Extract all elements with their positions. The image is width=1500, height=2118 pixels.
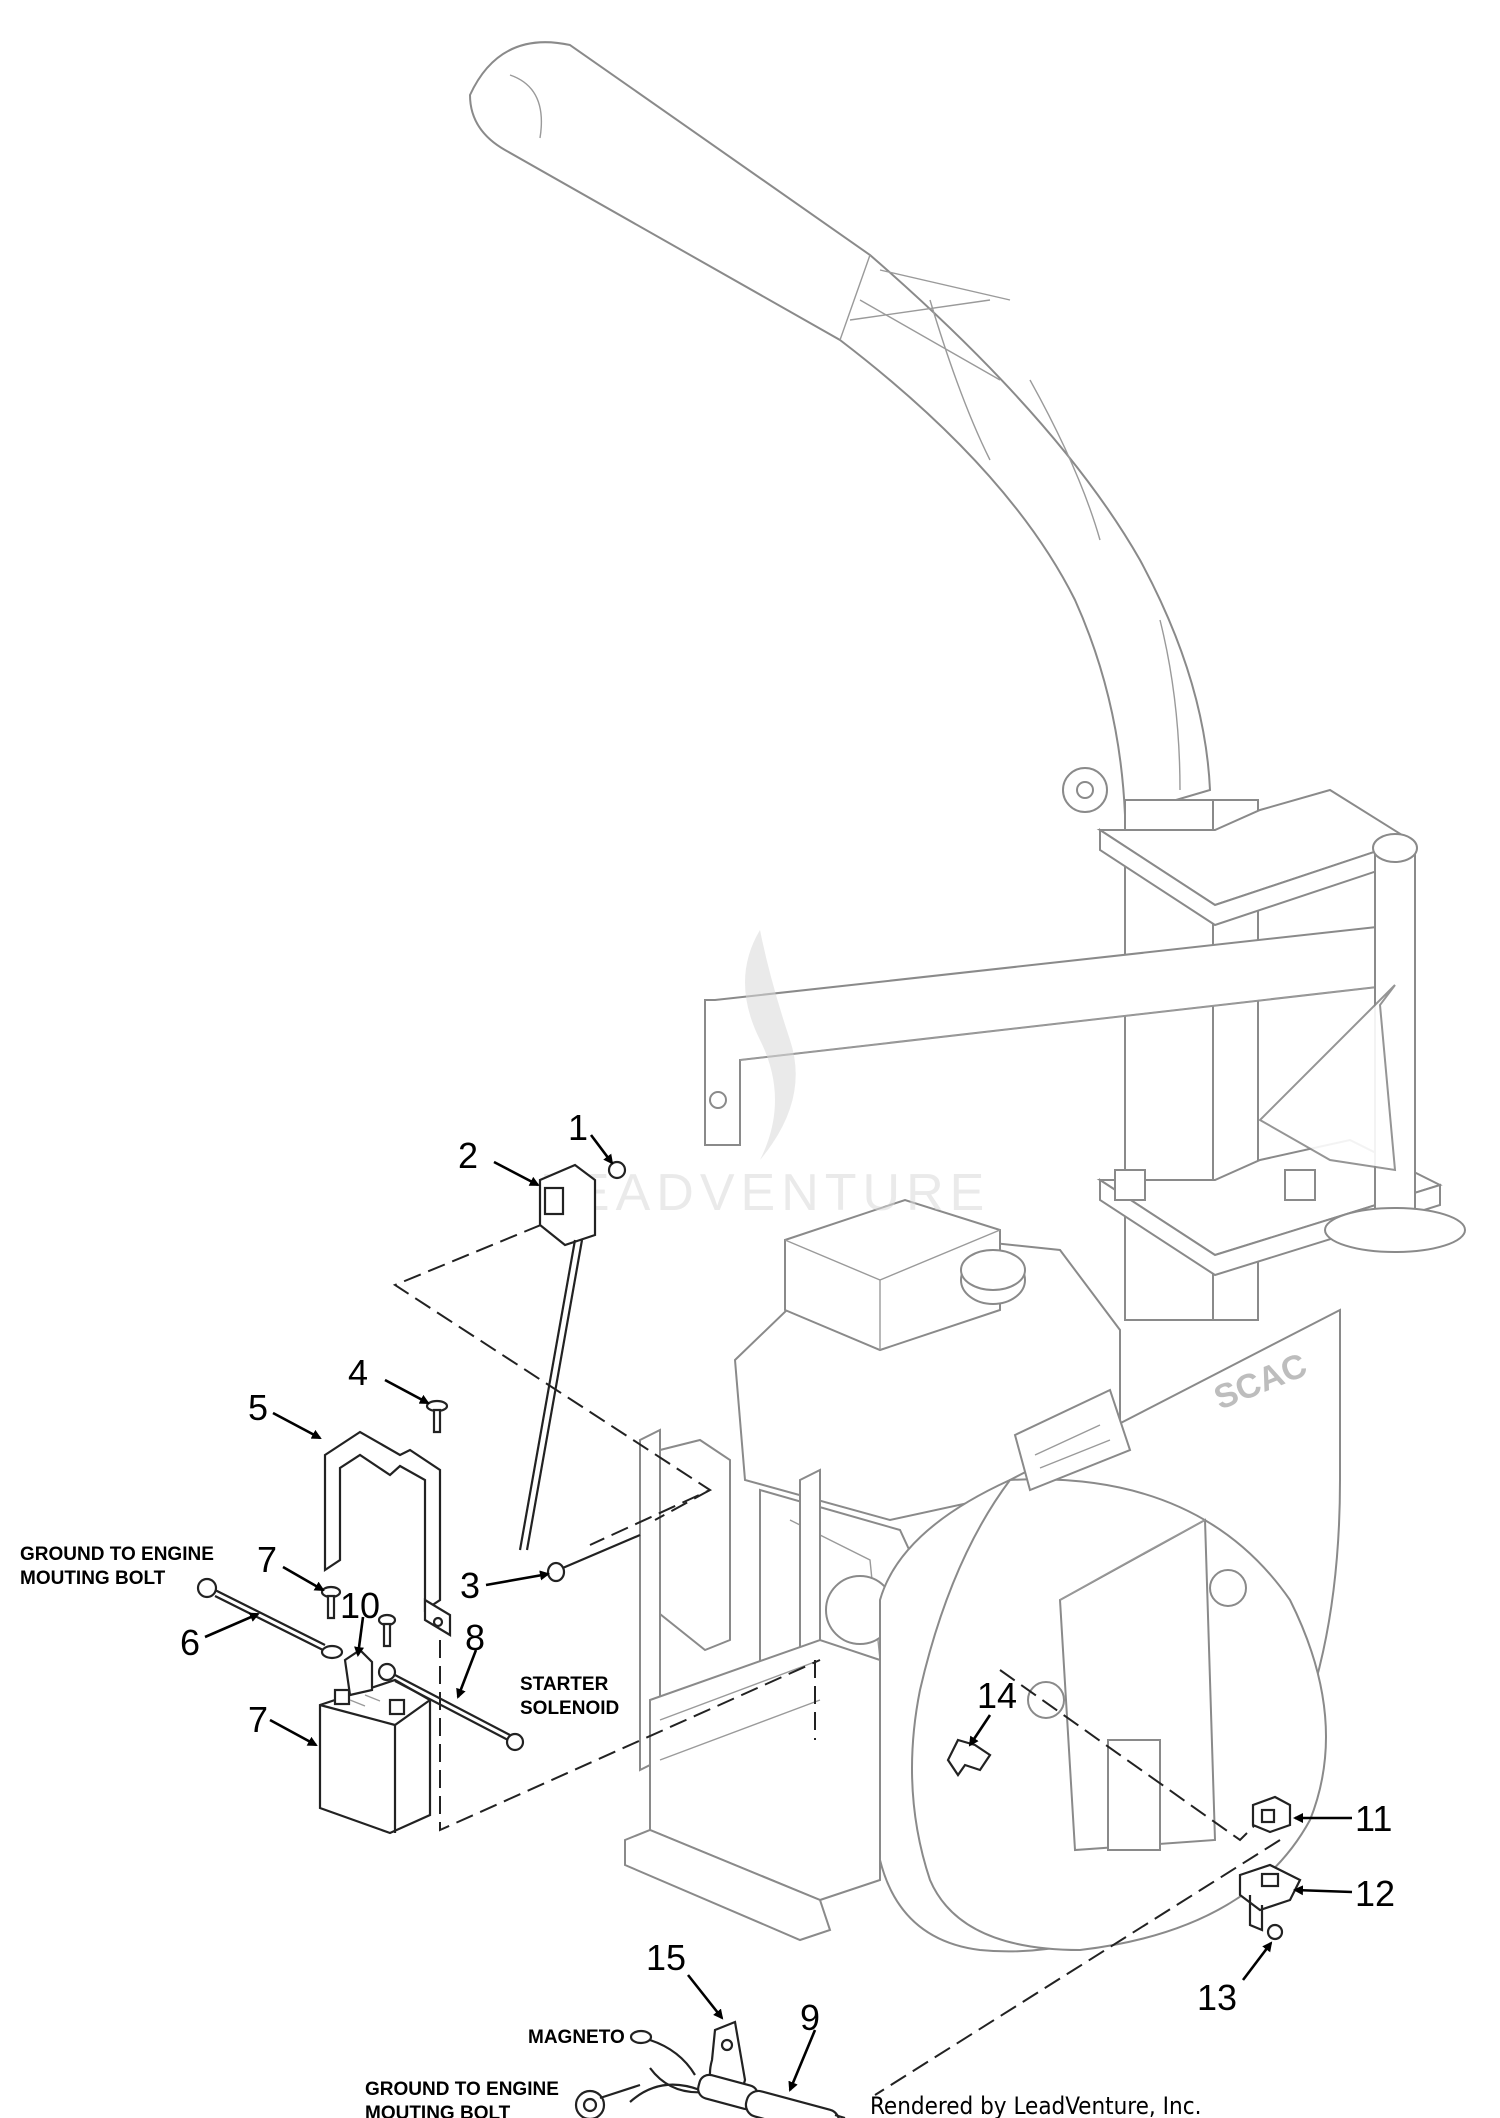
callout-1: 1 bbox=[568, 1107, 588, 1148]
note-ground-bottom-2: MOUTING BOLT bbox=[365, 2103, 511, 2118]
note-starter-2: SOLENOID bbox=[520, 1698, 619, 1719]
callout-5: 5 bbox=[248, 1387, 268, 1428]
callout-12: 12 bbox=[1355, 1873, 1395, 1914]
part-nut-1 bbox=[607, 1160, 627, 1180]
callout-numbers: 1 2 3 4 5 6 7 7 8 9 10 11 12 13 14 15 bbox=[180, 1107, 1395, 2038]
part-bolt-3 bbox=[546, 1533, 641, 1583]
part-nut-13 bbox=[1266, 1923, 1284, 1941]
part-throttle-control-2 bbox=[518, 1163, 597, 1551]
notes: GROUND TO ENGINE MOUTING BOLT STARTER SO… bbox=[20, 1544, 625, 2118]
note-ground-bottom-1: GROUND TO ENGINE bbox=[365, 2079, 559, 2100]
part-starter-cable-8 bbox=[377, 1662, 525, 1752]
callout-15: 15 bbox=[646, 1937, 686, 1978]
callout-2: 2 bbox=[458, 1135, 478, 1176]
note-magneto: MAGNETO bbox=[528, 2027, 625, 2048]
callout-7-battery: 7 bbox=[248, 1699, 268, 1740]
support-arm bbox=[704, 833, 1466, 1253]
watermark: LEADVENTURE bbox=[540, 930, 990, 1222]
part-knob-14 bbox=[946, 1738, 992, 1777]
callout-9: 9 bbox=[800, 1997, 820, 2038]
callout-13: 13 bbox=[1197, 1977, 1237, 2018]
part-switch-11 bbox=[1251, 1795, 1292, 1834]
leader-arrows bbox=[204, 1134, 1353, 2092]
part-bracket-12 bbox=[1238, 1863, 1302, 1932]
discharge-chute bbox=[468, 41, 1259, 1321]
note-starter-1: STARTER bbox=[520, 1674, 609, 1695]
mounting-plates bbox=[1062, 767, 1443, 1277]
callout-3: 3 bbox=[460, 1565, 480, 1606]
frame bbox=[624, 1428, 881, 1942]
part-screw-4 bbox=[425, 1399, 449, 1434]
note-ground-top-1: GROUND TO ENGINE bbox=[20, 1544, 214, 1565]
part-battery-7 bbox=[318, 1678, 432, 1835]
callout-11: 11 bbox=[1355, 1798, 1392, 1839]
callout-8: 8 bbox=[465, 1617, 485, 1658]
part-terminal-boot-10 bbox=[343, 1648, 374, 1697]
callout-4: 4 bbox=[348, 1352, 368, 1393]
footer-credit: Rendered by LeadVenture, Inc. bbox=[870, 2092, 1201, 2118]
callout-7-bolt: 7 bbox=[257, 1539, 277, 1580]
part-bolt-7 bbox=[320, 1585, 397, 1648]
part-wire-harness-9 bbox=[574, 2029, 846, 2118]
callout-14: 14 bbox=[977, 1675, 1017, 1716]
part-battery-holder-5 bbox=[323, 1430, 452, 1637]
watermark-text: LEADVENTURE bbox=[540, 1164, 990, 1222]
callout-10: 10 bbox=[340, 1585, 380, 1626]
note-ground-top-2: MOUTING BOLT bbox=[20, 1568, 166, 1589]
callout-6: 6 bbox=[180, 1622, 200, 1663]
blower-housing: SCAC bbox=[879, 1308, 1341, 1953]
part-ground-cable-6 bbox=[196, 1577, 344, 1660]
